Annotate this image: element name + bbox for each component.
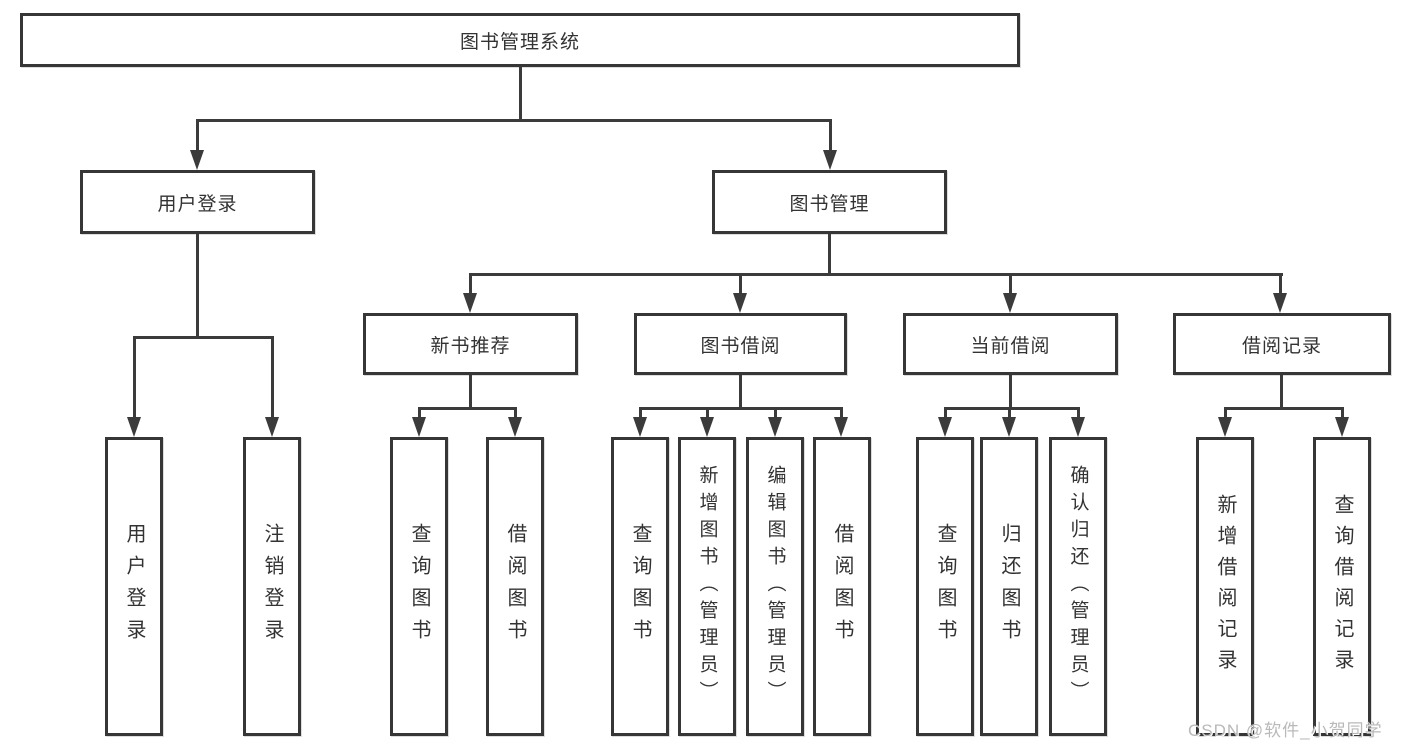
- connector-drop-line: [1341, 407, 1344, 417]
- node-library-system: 图书管理系统: [20, 13, 1020, 67]
- leaf-label: 借阅图书: [831, 522, 853, 651]
- node-current-borrowing: 当前借阅: [903, 313, 1118, 375]
- connector-records-hline: [1224, 407, 1344, 410]
- leaf-logout: 注销登录: [243, 437, 301, 736]
- arrow-down-icon: [265, 417, 279, 437]
- connector-drop-line: [774, 407, 777, 417]
- node-user-login: 用户登录: [80, 170, 315, 234]
- leaf-query-borrow-record: 查询借阅记录: [1313, 437, 1371, 736]
- connector-drop-line: [1077, 407, 1080, 417]
- node-new-book-recommend: 新书推荐: [363, 313, 578, 375]
- leaf-label: 新增图书（管理员）: [696, 465, 718, 708]
- connector-newrec-hline: [418, 407, 517, 410]
- connector-drop-line: [196, 119, 199, 150]
- node-label: 新书推荐: [430, 335, 511, 357]
- connector-borrow-hline: [639, 407, 843, 410]
- connector-borrow-vline: [739, 375, 742, 407]
- arrow-down-icon: [127, 417, 141, 437]
- connector-newrec-vline: [469, 375, 472, 407]
- leaf-return-books: 归还图书: [980, 437, 1038, 736]
- connector-drop-line: [514, 407, 517, 417]
- connector-drop-line: [1279, 273, 1282, 293]
- arrow-down-icon: [1003, 293, 1017, 313]
- node-label: 用户登录: [157, 193, 238, 215]
- connector-drop-line: [469, 273, 472, 293]
- arrow-down-icon: [1335, 417, 1349, 437]
- arrow-down-icon: [834, 417, 848, 437]
- leaf-user-login: 用户登录: [105, 437, 163, 736]
- connector-drop-line: [1224, 407, 1227, 417]
- node-label: 图书管理: [789, 193, 870, 215]
- node-book-borrowing: 图书借阅: [634, 313, 847, 375]
- leaf-query-books-current: 查询图书: [916, 437, 974, 736]
- connector-drop-line: [739, 273, 742, 293]
- arrow-down-icon: [823, 150, 837, 170]
- arrow-down-icon: [1002, 417, 1016, 437]
- arrow-down-icon: [190, 150, 204, 170]
- node-label: 当前借阅: [970, 335, 1051, 357]
- connector-mgmt-hline: [469, 273, 1283, 276]
- leaf-borrow-books-recommend: 借阅图书: [486, 437, 544, 736]
- csdn-watermark: CSDN @软件_小贺同学: [1188, 721, 1383, 740]
- arrow-down-icon: [1273, 293, 1287, 313]
- arrow-down-icon: [700, 417, 714, 437]
- arrow-down-icon: [633, 417, 647, 437]
- connector-root-hline: [196, 119, 832, 122]
- leaf-label: 用户登录: [123, 522, 145, 651]
- arrow-down-icon: [508, 417, 522, 437]
- leaf-confirm-return-admin: 确认归还（管理员）: [1049, 437, 1107, 736]
- connector-drop-line: [639, 407, 642, 417]
- leaf-label: 编辑图书（管理员）: [764, 465, 786, 708]
- connector-drop-line: [840, 407, 843, 417]
- connector-root-vline: [519, 67, 522, 119]
- leaf-add-books-admin: 新增图书（管理员）: [678, 437, 736, 736]
- connector-drop-line: [944, 407, 947, 417]
- node-book-management: 图书管理: [712, 170, 947, 234]
- leaf-edit-books-admin: 编辑图书（管理员）: [746, 437, 804, 736]
- leaf-label: 查询图书: [934, 522, 956, 651]
- connector-login-hline: [133, 336, 274, 339]
- leaf-query-books-borrowing: 查询图书: [611, 437, 669, 736]
- arrow-down-icon: [1218, 417, 1232, 437]
- leaf-add-borrow-record: 新增借阅记录: [1196, 437, 1254, 736]
- leaf-borrow-books: 借阅图书: [813, 437, 871, 736]
- leaf-label: 注销登录: [261, 522, 283, 651]
- arrow-down-icon: [733, 293, 747, 313]
- arrow-down-icon: [1071, 417, 1085, 437]
- arrow-down-icon: [768, 417, 782, 437]
- node-label: 图书管理系统: [459, 31, 580, 53]
- leaf-label: 归还图书: [998, 522, 1020, 651]
- connector-drop-line: [271, 336, 274, 417]
- leaf-query-books-recommend: 查询图书: [390, 437, 448, 736]
- connector-records-vline: [1280, 375, 1283, 407]
- arrow-down-icon: [412, 417, 426, 437]
- arrow-down-icon: [938, 417, 952, 437]
- connector-current-hline: [944, 407, 1080, 410]
- connector-mgmt-vline: [828, 234, 831, 273]
- connector-drop-line: [829, 119, 832, 150]
- arrow-down-icon: [463, 293, 477, 313]
- leaf-label: 新增借阅记录: [1214, 493, 1236, 680]
- leaf-label: 借阅图书: [504, 522, 526, 651]
- leaf-label: 确认归还（管理员）: [1067, 465, 1089, 708]
- connector-current-vline: [1009, 375, 1012, 407]
- node-label: 图书借阅: [700, 335, 781, 357]
- node-borrow-records: 借阅记录: [1173, 313, 1391, 375]
- node-label: 借阅记录: [1241, 335, 1322, 357]
- connector-drop-line: [1008, 407, 1011, 417]
- connector-drop-line: [133, 336, 136, 417]
- connector-login-vline: [196, 234, 199, 336]
- connector-drop-line: [1009, 273, 1012, 293]
- connector-drop-line: [418, 407, 421, 417]
- connector-drop-line: [706, 407, 709, 417]
- leaf-label: 查询借阅记录: [1331, 493, 1353, 680]
- leaf-label: 查询图书: [629, 522, 651, 651]
- leaf-label: 查询图书: [408, 522, 430, 651]
